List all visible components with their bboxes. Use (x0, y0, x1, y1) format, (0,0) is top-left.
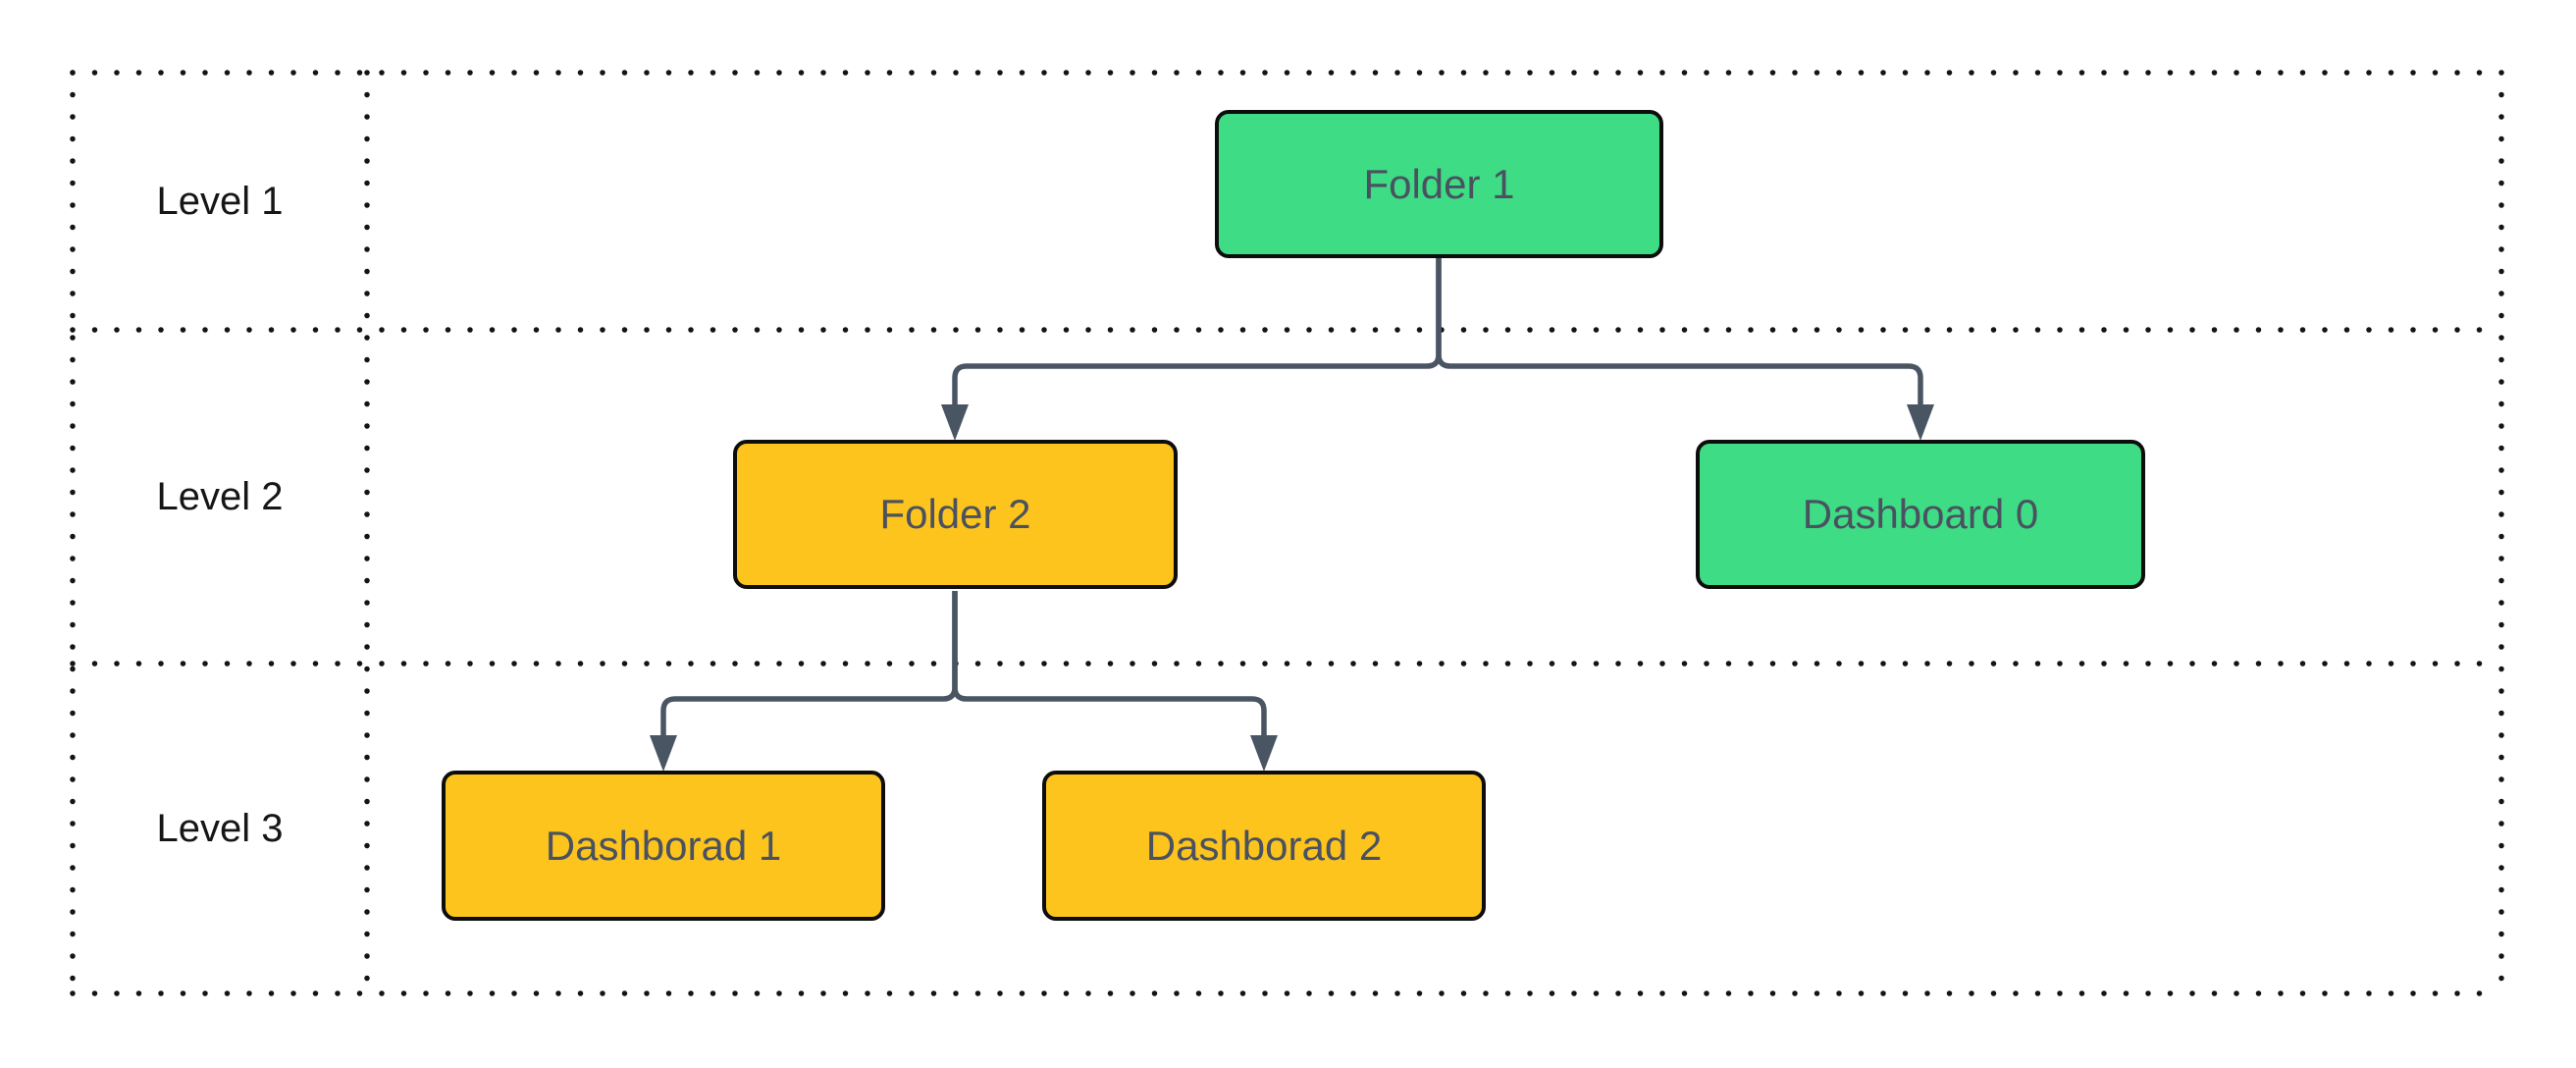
arrowhead-icon (941, 404, 969, 441)
node-folder-1-label: Folder 1 (1363, 160, 1515, 207)
arrowhead-icon (1907, 404, 1934, 441)
node-dashborad-2-label: Dashborad 2 (1145, 822, 1383, 869)
edge-folder1-to-dashboard0 (1436, 258, 1923, 405)
arrowhead-icon (1250, 735, 1278, 772)
node-dashborad-2: Dashborad 2 (1042, 771, 1486, 921)
node-dashborad-1-label: Dashborad 1 (545, 822, 782, 869)
node-dashboard-0-label: Dashboard 0 (1802, 491, 2039, 537)
level-2-label: Level 2 (156, 474, 284, 518)
node-folder-2: Folder 2 (733, 440, 1178, 589)
node-folder-1: Folder 1 (1215, 110, 1663, 258)
edge-folder2-to-dashborad2 (952, 591, 1267, 736)
edge-folder1-to-folder2 (952, 258, 1442, 405)
node-folder-2-label: Folder 2 (879, 491, 1031, 537)
arrowhead-icon (650, 735, 677, 772)
node-dashborad-1: Dashborad 1 (442, 771, 885, 921)
level-1-label: Level 1 (156, 179, 284, 223)
node-dashboard-0: Dashboard 0 (1696, 440, 2145, 589)
level-3-label: Level 3 (156, 806, 284, 850)
